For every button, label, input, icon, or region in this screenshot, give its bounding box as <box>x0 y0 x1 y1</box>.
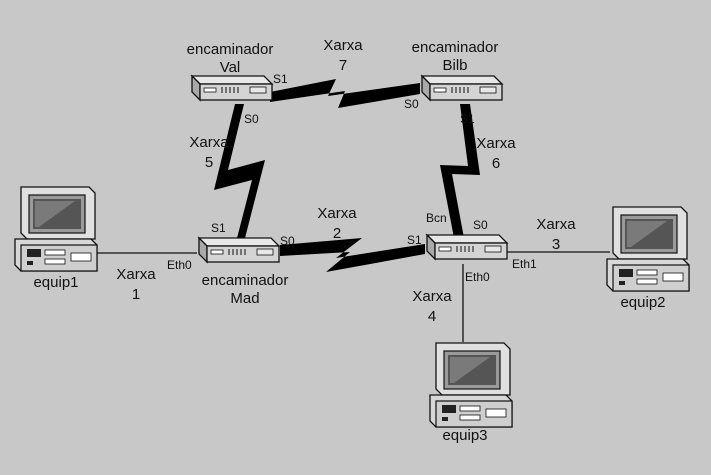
network-3-number: 3 <box>552 236 560 253</box>
router-bilb-port-s0: S0 <box>404 97 419 111</box>
network-2-number: 2 <box>333 225 341 242</box>
network-3-word: Xarxa <box>536 216 576 233</box>
network-2-word: Xarxa <box>317 205 357 222</box>
router-bcn <box>426 234 508 260</box>
router-bilb <box>421 75 503 101</box>
network-5-word: Xarxa <box>189 134 229 151</box>
router-bcn-port-eth1: Eth1 <box>512 257 537 271</box>
router-mad-port-eth0: Eth0 <box>167 258 192 272</box>
network-6-word: Xarxa <box>476 135 516 152</box>
router-val-caption: encaminador <box>187 41 274 58</box>
network-6-number: 6 <box>492 155 500 172</box>
equip3-label: equip3 <box>442 427 487 444</box>
network-7-word: Xarxa <box>323 37 363 54</box>
network-1-number: 1 <box>132 286 140 303</box>
router-mad-port-s0: S0 <box>280 234 295 248</box>
network-7-number: 7 <box>339 57 347 74</box>
computer-equip2 <box>606 206 690 292</box>
router-val <box>191 75 273 101</box>
computer-equip3 <box>429 342 513 428</box>
equip1-label: equip1 <box>33 274 78 291</box>
router-mad-port-s1: S1 <box>211 221 226 235</box>
router-val-name: Val <box>220 59 241 76</box>
equip2-label: equip2 <box>620 294 665 311</box>
serial-link-5 <box>214 104 265 242</box>
router-bcn-name: Bcn <box>426 211 447 225</box>
network-5-number: 5 <box>205 154 213 171</box>
router-mad <box>198 237 280 263</box>
router-bcn-port-s0: S0 <box>473 218 488 232</box>
network-4-number: 4 <box>428 308 436 325</box>
router-bilb-caption: encaminador <box>412 39 499 56</box>
serial-link-7 <box>270 79 420 108</box>
network-4-word: Xarxa <box>412 288 452 305</box>
router-val-port-s0: S0 <box>244 112 259 126</box>
router-bcn-port-s1: S1 <box>407 233 422 247</box>
serial-link-6 <box>440 104 480 238</box>
router-bilb-port-s1: S1 <box>460 112 475 126</box>
serial-link-2 <box>280 238 425 272</box>
router-mad-caption: encaminador <box>202 272 289 289</box>
computer-equip1 <box>14 186 98 272</box>
router-val-port-s1: S1 <box>273 72 288 86</box>
router-bilb-name: Bilb <box>442 57 467 74</box>
router-bcn-port-eth0: Eth0 <box>465 270 490 284</box>
network-1-word: Xarxa <box>116 266 156 283</box>
router-mad-name: Mad <box>230 290 259 307</box>
